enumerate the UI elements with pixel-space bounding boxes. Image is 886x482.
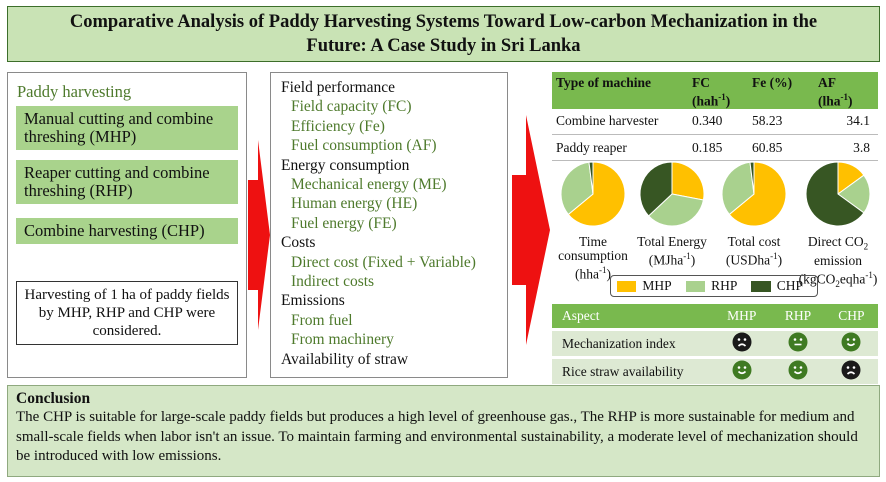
col-af: AF (lha-1)	[814, 72, 878, 109]
rating-cell	[771, 359, 825, 384]
criteria-item: Mechanical energy (ME)	[291, 176, 447, 194]
pie-time-consumption: Time consumption (hha-1)	[552, 160, 634, 282]
rating-cell	[712, 359, 772, 384]
af-value: 34.1	[814, 108, 878, 135]
sad-face-icon	[841, 360, 861, 384]
fe-value: 60.85	[748, 134, 814, 161]
pie-caption: Total cost (USDha-1)	[725, 234, 783, 268]
af-value: 3.8	[814, 134, 878, 161]
conclusion-heading: Conclusion	[16, 390, 91, 407]
legend-swatch-mhp	[617, 280, 637, 292]
criteria-item: From fuel	[291, 311, 353, 329]
pie-total-cost: Total cost (USDha-1)	[713, 160, 795, 268]
pie-slice-chp	[639, 161, 673, 217]
criteria-item: Field capacity (FC)	[291, 98, 412, 116]
method-rhp: Reaper cutting and combine threshing (RH…	[16, 160, 238, 204]
pie-charts-group: Time consumption (hha-1) Total Energy (M…	[552, 160, 882, 289]
pie-slice-mhp	[728, 161, 787, 227]
criteria-category: Energy consumption	[281, 156, 410, 174]
legend-label-chp: CHP	[776, 278, 804, 293]
col-aspect: Aspect	[552, 304, 712, 328]
rating-cell	[712, 331, 772, 356]
criteria-item: Indirect costs	[291, 273, 375, 291]
criteria-category: Availability of straw	[281, 350, 409, 368]
conclusion-box: Conclusion The CHP is suitable for large…	[7, 385, 880, 477]
criteria-category: Emissions	[281, 292, 345, 310]
harvesting-methods-panel: Paddy harvesting Manual cutting and comb…	[7, 72, 247, 378]
assumption-note-text: Harvesting of 1 ha of paddy fields by MH…	[24, 287, 230, 339]
pie-slice-rhp	[560, 161, 594, 216]
arrow-right-icon	[248, 140, 270, 330]
fc-value: 0.340	[688, 108, 748, 135]
pie-caption: Time consumption (hha-1)	[558, 234, 628, 282]
pie-slice-mhp	[567, 161, 626, 227]
pie-slice-chp	[805, 161, 865, 227]
pie-legend: MHP RHP CHP	[610, 275, 818, 297]
criteria-item: From machinery	[291, 331, 394, 349]
table-row: Combine harvester 0.340 58.23 34.1	[552, 108, 878, 135]
col-fc: FC (hah-1)	[688, 72, 748, 109]
pie-total-energy: Total Energy (MJha-1)	[631, 160, 713, 268]
pie-chart	[639, 161, 705, 227]
legend-label-mhp: MHP	[642, 278, 672, 293]
legend-label-rhp: RHP	[711, 278, 738, 293]
happy-face-icon	[732, 360, 752, 384]
col-rhp: RHP	[771, 304, 825, 328]
table-row: Paddy reaper 0.185 60.85 3.8	[552, 134, 878, 161]
machine-name: Combine harvester	[552, 108, 688, 135]
col-chp: CHP	[824, 304, 878, 328]
criteria-item: Fuel energy (FE)	[291, 214, 397, 232]
method-mhp: Manual cutting and combine threshing (MH…	[16, 106, 238, 150]
legend-swatch-rhp	[685, 280, 706, 292]
fc-value: 0.185	[688, 134, 748, 161]
legend-swatch-chp	[751, 280, 771, 292]
fe-value: 58.23	[748, 108, 814, 135]
rating-cell	[824, 331, 878, 356]
criteria-category: Field performance	[281, 79, 396, 96]
pie-chart	[721, 161, 787, 227]
table-row: Rice straw availability	[552, 359, 878, 384]
pie-chart	[805, 161, 871, 227]
pie-slice-chp	[588, 161, 594, 195]
rating-cell	[771, 331, 825, 356]
col-fe: Fe (%)	[748, 72, 814, 109]
criteria-item: Fuel consumption (AF)	[291, 137, 437, 155]
pie-slice-rhp	[837, 174, 871, 214]
pie-slice-chp	[749, 161, 755, 195]
paddy-harvesting-heading: Paddy harvesting	[17, 82, 132, 101]
page-title: Comparative Analysis of Paddy Harvesting…	[69, 12, 818, 56]
happy-face-icon	[841, 332, 861, 356]
pie-chart	[560, 161, 626, 227]
col-type-of-machine: Type of machine	[552, 72, 688, 109]
aspect-label: Rice straw availability	[552, 359, 712, 384]
title-banner: Comparative Analysis of Paddy Harvesting…	[7, 6, 880, 62]
happy-face-icon	[788, 360, 808, 384]
table-row: Mechanization index	[552, 331, 878, 356]
col-mhp: MHP	[712, 304, 772, 328]
rating-cell	[824, 359, 878, 384]
pie-slice-mhp	[671, 161, 705, 201]
conclusion-text: The CHP is suitable for large-scale padd…	[16, 409, 858, 464]
machine-performance-table: Type of machine FC (hah-1) Fe (%) AF (lh…	[552, 72, 878, 161]
criteria-item: Efficiency (Fe)	[291, 117, 385, 135]
pie-caption: Total Energy (MJha-1)	[637, 234, 707, 268]
pie-slice-rhp	[721, 161, 755, 216]
aspect-label: Mechanization index	[552, 331, 712, 356]
pie-slice-rhp	[647, 193, 705, 227]
method-chp: Combine harvesting (CHP)	[16, 218, 238, 244]
criteria-item: Direct cost (Fixed + Variable)	[291, 253, 476, 271]
aspect-comparison-table: Aspect MHP RHP CHP Mechanization index R…	[552, 301, 878, 387]
assumption-note: Harvesting of 1 ha of paddy fields by MH…	[16, 281, 238, 345]
criteria-item: Human energy (HE)	[291, 195, 418, 213]
neutral-face-icon	[788, 332, 808, 356]
arrow-right-icon	[512, 115, 550, 345]
sad-face-icon	[732, 332, 752, 356]
machine-name: Paddy reaper	[552, 134, 688, 161]
criteria-category: Costs	[281, 234, 316, 252]
pie-direct-co2-emission: Direct CO2 emission (kgCO2eqha-1)	[794, 160, 882, 291]
